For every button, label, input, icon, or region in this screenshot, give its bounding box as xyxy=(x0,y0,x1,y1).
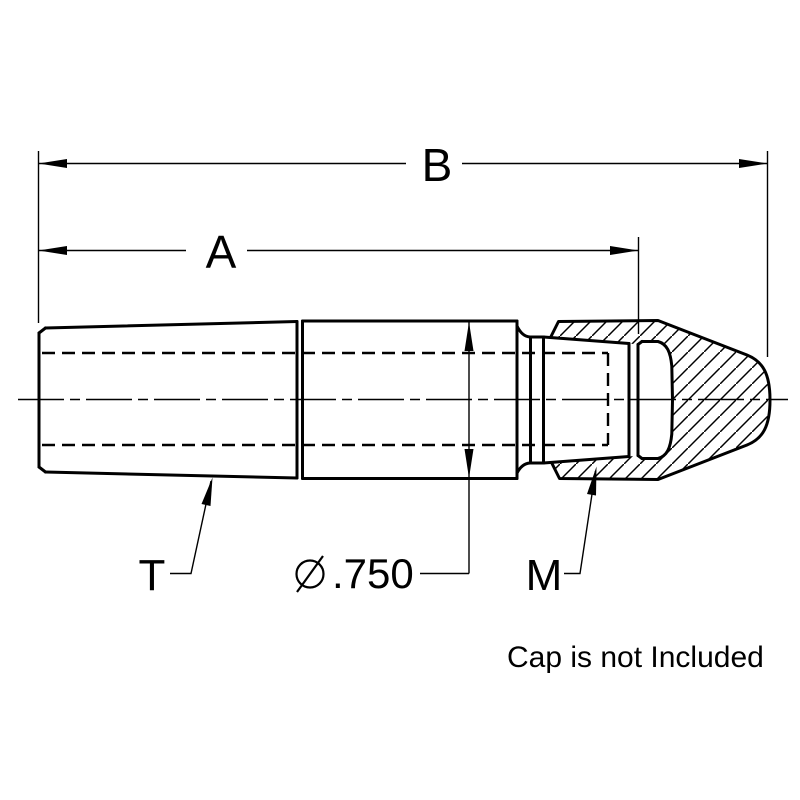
cap-note: Cap is not Included xyxy=(507,641,764,674)
dim-b-arrow-right xyxy=(739,159,768,168)
dim-b-label: B xyxy=(422,139,453,191)
dia-arrow-down xyxy=(464,449,474,478)
stud-bottom-edge xyxy=(542,455,631,465)
m-leader-arrow xyxy=(587,466,597,496)
taper-bottom-edge xyxy=(44,470,299,480)
stud-top-edge xyxy=(542,335,631,345)
diameter-value: .750 xyxy=(332,550,414,597)
m-leader-line xyxy=(564,470,597,575)
dimension-diameter: .750 xyxy=(295,322,474,597)
taper-top-edge xyxy=(44,320,299,330)
dim-a-label: A xyxy=(206,226,237,278)
dimension-a: A xyxy=(38,226,640,334)
dim-a-arrow-right xyxy=(610,246,639,255)
m-label: M xyxy=(526,551,563,600)
dimension-b: B xyxy=(37,139,769,357)
dia-arrow-up xyxy=(464,322,474,351)
callout-thread: M xyxy=(526,466,597,600)
t-label: T xyxy=(139,551,166,600)
shoulder-fillet-neck-bottom xyxy=(515,461,545,475)
dim-b-arrow-left xyxy=(38,159,67,168)
cap-section-hatch xyxy=(551,320,770,480)
diameter-symbol-icon xyxy=(295,555,325,593)
dim-a-arrow-left xyxy=(38,246,67,255)
t-leader-line xyxy=(170,480,212,575)
shoulder-fillet-neck-top xyxy=(515,324,545,339)
pilot-nose-outline xyxy=(640,340,674,460)
cap-outline xyxy=(549,319,772,481)
callout-taper: T xyxy=(139,477,213,600)
t-leader-arrow xyxy=(201,477,213,506)
part-outline xyxy=(37,319,674,480)
